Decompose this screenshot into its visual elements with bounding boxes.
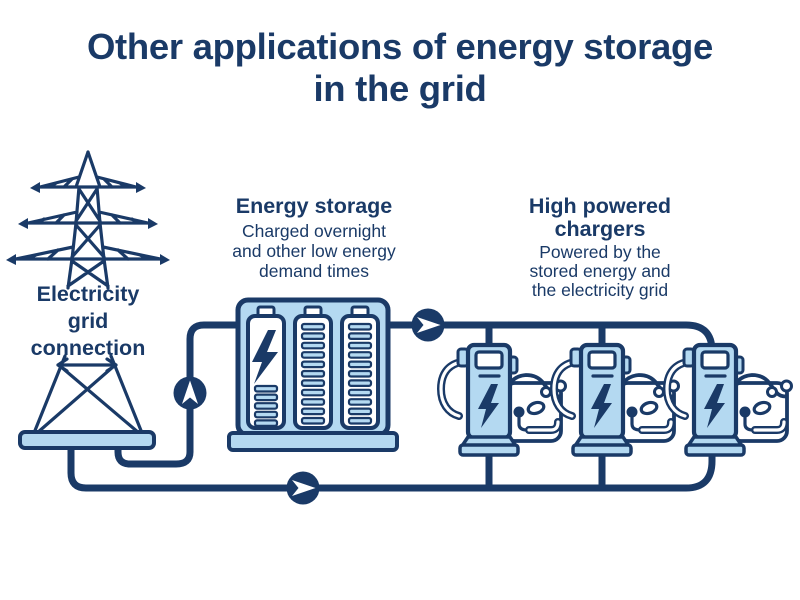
tower-legs	[32, 354, 144, 435]
battery-lightning-bolt-icon	[252, 330, 278, 384]
flow-arrow-right-icon-top	[411, 308, 445, 342]
flow-arrow-up-icon	[173, 376, 207, 410]
grid-connection-label-line-2: grid	[68, 309, 109, 333]
battery-bank-icon	[227, 297, 399, 452]
page-title-line-1: Other applications of energy storage	[87, 26, 713, 67]
flow-arrow-right-icon-bottom	[286, 471, 320, 505]
grid-to-storage-pipe	[114, 321, 244, 468]
chargers-desc-line-2: stored energy and	[529, 261, 670, 281]
energy-storage-label: Energy storage Charged overnight and oth…	[232, 194, 396, 281]
grid-connection-label-line-3: connection	[31, 336, 146, 360]
energy-storage-desc-line-1: Charged overnight	[242, 221, 386, 241]
chargers-label: High powered chargers Powered by the sto…	[529, 194, 671, 300]
chargers-heading-line-1: High powered	[529, 194, 671, 218]
grid-connection-label-line-1: Electricity	[37, 282, 140, 306]
energy-storage-desc-line-3: demand times	[259, 261, 369, 281]
transmission-tower-icon	[6, 150, 170, 450]
energy-storage-desc-line-2: and other low energy	[232, 241, 396, 261]
chargers-heading-line-2: chargers	[555, 217, 646, 241]
storage-base-plate	[227, 431, 399, 452]
storage-to-chargers-loop-pipe	[67, 321, 716, 492]
battery-3-stripes	[347, 322, 373, 425]
battery-2-stripes	[300, 322, 326, 425]
chargers-desc-line-3: the electricity grid	[532, 280, 668, 300]
tower-base-plate	[18, 430, 156, 450]
grid-connection-label: Electricity grid connection	[31, 282, 146, 360]
page-title-line-2: in the grid	[313, 68, 486, 109]
chargers-desc-line-1: Powered by the	[539, 242, 661, 262]
energy-storage-heading: Energy storage	[236, 194, 393, 218]
battery-1-stripes	[253, 384, 279, 427]
